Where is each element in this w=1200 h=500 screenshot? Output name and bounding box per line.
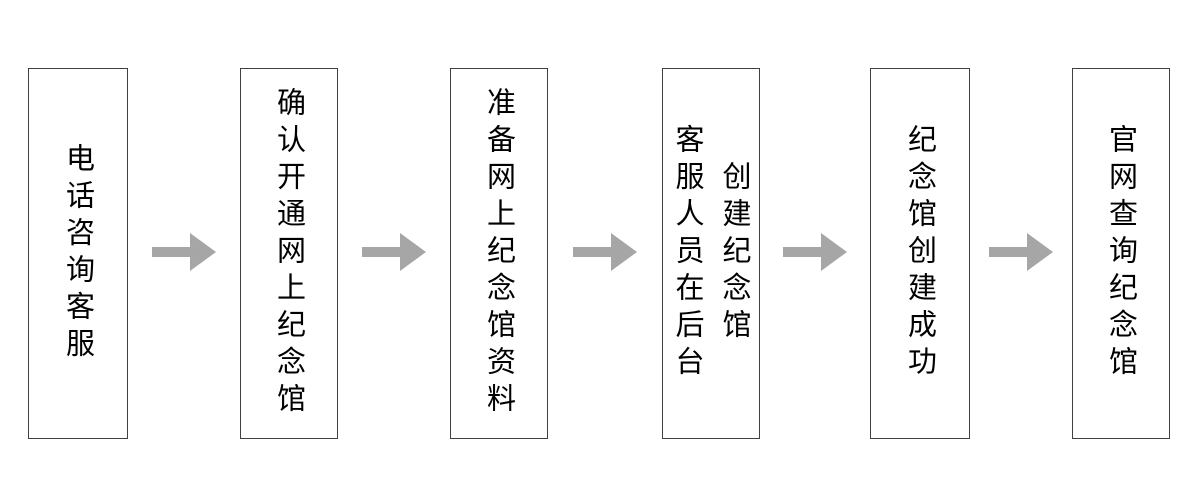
step-label-5: 纪念馆创建成功: [903, 124, 938, 383]
step-label-6: 官网查询纪念馆: [1104, 124, 1139, 383]
step-label-1: 电话咨询客服: [61, 142, 96, 365]
step-label-2: 确认开通网上纪念馆: [272, 87, 307, 420]
step-box-1: 电话咨询客服: [28, 68, 128, 439]
step-box-2: 确认开通网上纪念馆: [240, 68, 338, 439]
right-arrow-icon-3: [573, 232, 637, 272]
step-label-4-column-2: 创建纪念馆: [718, 161, 752, 346]
right-arrow-icon-2: [362, 232, 426, 272]
step-box-5: 纪念馆创建成功: [870, 68, 970, 439]
step-box-3: 准备网上纪念馆资料: [450, 68, 548, 439]
step-label-4-column-1: 客服人员在后台: [671, 124, 705, 383]
right-arrow-icon-1: [152, 232, 216, 272]
step-box-6: 官网查询纪念馆: [1072, 68, 1170, 439]
step-box-4: 客服人员在后台 创建纪念馆: [662, 68, 760, 439]
right-arrow-icon-4: [783, 232, 847, 272]
right-arrow-icon-5: [989, 232, 1053, 272]
step-label-3: 准备网上纪念馆资料: [482, 87, 517, 420]
